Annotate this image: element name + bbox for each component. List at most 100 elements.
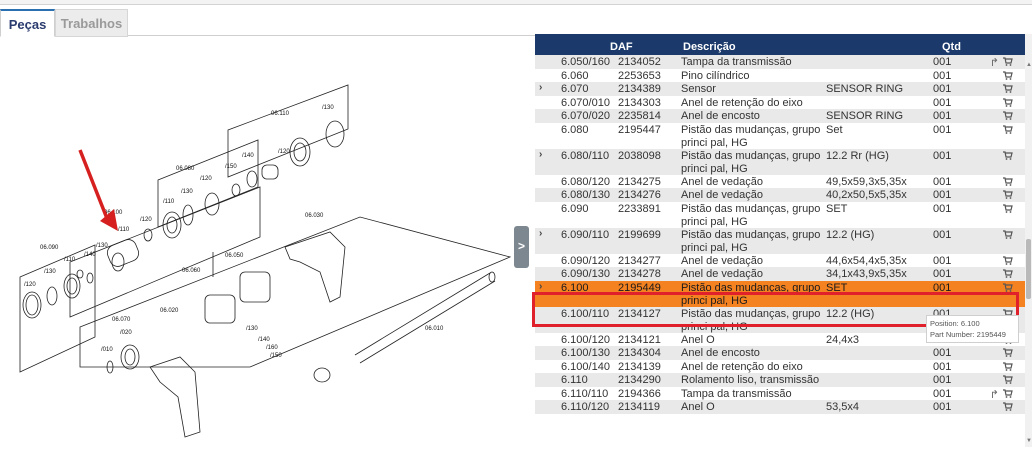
cell-qtd: 001 [933, 149, 952, 162]
panel-06110 [227, 84, 349, 178]
cell-description: Sensor [681, 83, 716, 95]
cell-daf: 2233891 [618, 202, 661, 215]
scroll-down-icon[interactable]: ▼ [1026, 438, 1032, 444]
label-0610-130: /130 [96, 243, 108, 249]
cell-description: Anel O [681, 401, 715, 413]
share-arrow-icon[interactable]: ↱ [989, 57, 999, 69]
cell-qtd: 001 [933, 123, 952, 136]
add-to-cart-icon[interactable] [1003, 203, 1013, 213]
label-06030: 06.030 [305, 213, 324, 219]
add-to-cart-icon[interactable] [1003, 111, 1013, 120]
cell-description: Pistão das mudanças, grupo princi pal, H… [681, 202, 821, 228]
label-06080: 06.080 [176, 166, 195, 172]
table-scrollbar[interactable]: ▲ ▼ [1025, 34, 1032, 447]
cell-daf: 2235814 [618, 110, 661, 122]
cell-daf: 2134121 [618, 333, 661, 346]
cell-qtd: 001 [933, 110, 952, 122]
add-to-cart-icon[interactable] [1003, 97, 1013, 107]
add-to-cart-icon[interactable] [1003, 57, 1013, 66]
cell-qtd: 001 [933, 96, 952, 109]
add-to-cart-icon[interactable] [1003, 150, 1013, 160]
label-06060: 06.060 [182, 268, 201, 274]
expand-chevron-icon[interactable]: › [539, 148, 543, 160]
add-to-cart-icon[interactable] [1003, 348, 1013, 357]
tab-trabalhos[interactable]: Trabalhos [55, 9, 128, 37]
scroll-up-icon[interactable]: ▲ [1026, 62, 1032, 68]
label-0609-130: /130 [44, 269, 56, 275]
add-to-cart-icon[interactable] [1003, 124, 1013, 134]
cell-daf: 2134119 [618, 401, 661, 413]
cell-spec: 49,5x59,3x5,35x [826, 175, 907, 188]
cell-daf: 2134290 [618, 374, 661, 386]
add-to-cart-icon[interactable] [1003, 402, 1013, 411]
scroll-thumb[interactable] [1026, 239, 1031, 299]
add-to-cart-icon[interactable] [1003, 255, 1013, 265]
expand-chevron-icon[interactable]: › [539, 227, 543, 239]
cell-description: Tampa da transmissão [681, 56, 792, 68]
add-to-cart-icon[interactable] [1003, 282, 1013, 292]
label-0611-120: /120 [278, 149, 290, 155]
cell-position: 6.110 [561, 374, 588, 386]
label-0605-150: /150 [270, 353, 282, 359]
cell-qtd: 001 [933, 401, 952, 413]
add-to-cart-icon[interactable] [1003, 229, 1013, 239]
add-to-cart-icon[interactable] [1003, 388, 1013, 398]
add-to-cart-icon[interactable] [1003, 375, 1013, 384]
cell-position: 6.090/130 [561, 268, 610, 280]
piston-0608-inner [166, 216, 178, 234]
sensor-ring-06070 [120, 344, 140, 370]
label-0607-010: /010 [101, 347, 113, 353]
cell-spec: 44,6x54,4x5,35x [826, 254, 907, 267]
cell-spec: 12.2 (HG) [826, 228, 875, 241]
expand-chevron-icon[interactable]: › [539, 280, 543, 292]
cell-description: Anel de vedação [681, 254, 763, 267]
expand-chevron-icon[interactable]: › [539, 82, 543, 93]
share-arrow-icon[interactable]: ↱ [989, 388, 999, 401]
cell-spec: 12.2 Rr (HG) [826, 149, 889, 162]
tab-pecas[interactable]: Peças [0, 9, 55, 37]
cell-daf: 2253653 [618, 69, 661, 82]
diagram-svg: 06.090 /120 /130 /110 /140 06.100 /130 /… [19, 84, 512, 438]
piston-0611-inner [293, 142, 307, 162]
cell-description: Tampa da transmissão [681, 387, 792, 400]
cell-qtd: 001 [933, 175, 952, 188]
label-0609-110: /110 [64, 257, 76, 263]
add-to-cart-icon[interactable] [1003, 269, 1013, 278]
add-to-cart-icon[interactable] [1003, 176, 1013, 186]
label-0605-140: /140 [258, 337, 270, 343]
ring-0609-130 [46, 286, 58, 306]
cell-daf: 2134303 [618, 96, 661, 109]
exploded-parts-diagram: 06.090 /120 /130 /110 /140 06.100 /130 /… [0, 37, 515, 447]
add-to-cart-icon[interactable] [1003, 190, 1013, 199]
cell-qtd: 001 [933, 202, 952, 215]
cell-daf: 2134276 [618, 189, 661, 201]
label-06070: 06.070 [112, 317, 131, 323]
add-to-cart-icon[interactable] [1003, 70, 1013, 80]
add-to-cart-icon[interactable] [1003, 84, 1013, 93]
header-descricao: Descrição [683, 41, 736, 53]
panel-toggle-button[interactable]: > [514, 226, 529, 268]
add-to-cart-icon[interactable] [1003, 361, 1013, 371]
ring-0609-140 [86, 272, 94, 284]
label-0608-120: /120 [200, 176, 212, 182]
label-0611-140: /140 [242, 153, 254, 159]
